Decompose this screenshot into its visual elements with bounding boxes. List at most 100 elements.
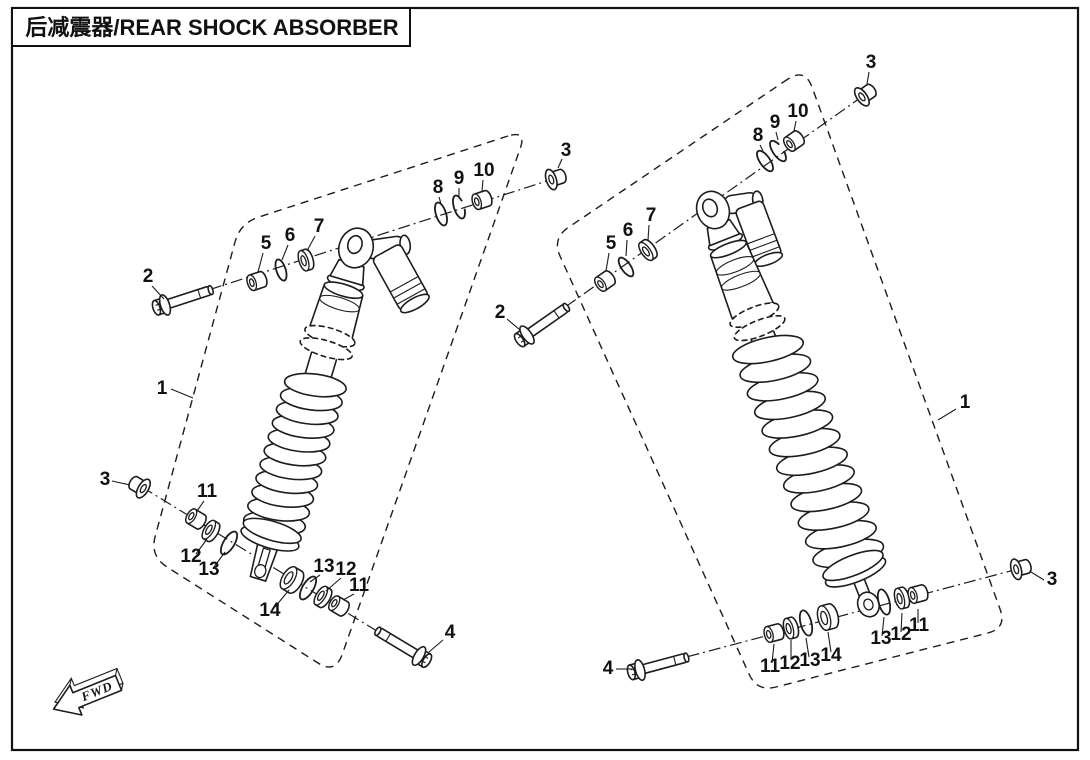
axis-line-right-top [529,95,864,333]
callout: 1 [937,392,971,421]
title-box [11,7,411,47]
page-border [10,6,1080,752]
callout: 13 [309,556,335,583]
callout-number: 14 [820,645,842,666]
callout: 12 [890,612,912,645]
callout: 3 [557,140,572,169]
callout-number: 7 [646,205,657,226]
callout-number: 2 [495,302,506,323]
callout-number: 9 [770,112,781,133]
o-ring [216,528,242,558]
callout-number: 12 [335,559,356,580]
callout-number: 1 [960,392,971,413]
callout: 6 [623,220,634,257]
preload-lockring [733,314,786,342]
callout-number: 13 [870,628,891,649]
callouts-left: 2 5 6 7 8 9 10 3 1 3 11 12 13 14 13 12 1… [100,140,572,653]
callout: 12 [180,538,208,567]
page-title: 后减震器/REAR SHOCK ABSORBER [25,15,398,40]
callout: 9 [454,168,465,197]
callout: 2 [495,302,521,331]
spacer-nut [905,582,931,606]
shock-absorber-right [695,190,887,618]
callout: 11 [342,575,370,601]
callout: 1 [157,378,194,399]
callout-number: 13 [799,650,820,671]
callout-number: 6 [623,220,634,241]
callout: 13 [198,551,226,580]
callout: 3 [1030,569,1058,590]
callout: 2 [143,266,165,300]
callout: 12 [779,640,801,674]
callout-number: 11 [197,481,218,502]
callout-number: 11 [349,575,370,596]
callout: 11 [760,643,781,677]
callout-number: 12 [890,624,911,645]
spacer-nut [469,188,495,212]
callout: 3 [100,469,131,490]
callout-number: 13 [313,556,334,577]
callout-number: 5 [606,233,617,254]
clevis-hole [254,564,267,579]
callout: 10 [473,160,495,192]
callout-number: 2 [143,266,154,287]
callout-number: 9 [454,168,465,189]
flange-nut [124,471,154,501]
callout-number: 4 [603,658,614,679]
flange-nut [1007,554,1035,582]
preload-lockring [299,337,353,361]
reservoir [723,190,784,268]
callout: 8 [753,125,764,152]
callout-number: 10 [473,160,494,181]
spacer-nut [591,268,619,294]
callout: 4 [603,658,632,679]
flange-bolt [369,620,436,673]
o-ring [272,257,290,283]
callout: 9 [770,112,781,141]
callout: 4 [428,622,456,653]
callout: 14 [259,589,290,621]
callout-number: 12 [180,546,201,567]
reservoir [364,234,430,314]
callout: 11 [909,609,930,636]
callout: 12 [325,559,357,592]
collar-washer [295,247,317,273]
callout: 13 [870,616,892,649]
callout-number: 3 [866,52,877,73]
spacer-nut [244,269,270,293]
flange-bolt [624,646,693,685]
flange-bolt [509,296,575,352]
bushing [276,563,308,597]
callout-number: 3 [561,140,572,161]
callout: 13 [799,637,821,671]
callout: 7 [306,216,325,252]
shock-absorber-left [240,227,430,582]
callout-number: 7 [314,216,325,237]
callout-number: 4 [445,622,456,643]
fwd-arrow: FWD [52,667,124,716]
callout: 3 [866,52,877,85]
callout-number: 11 [909,615,930,636]
callout: 5 [257,233,272,273]
callout-number: 3 [1047,569,1058,590]
spacer-nut [761,621,787,645]
callout-number: 1 [157,378,168,399]
flange-bolt [149,278,217,320]
callout-number: 14 [259,600,281,621]
callout-number: 8 [433,177,444,198]
coil-spring [731,334,885,569]
callouts-right: 2 5 6 7 8 9 10 3 1 4 11 12 13 14 13 12 1… [495,52,1058,679]
flange-nut [850,78,882,110]
assembly-outline-right [556,74,1003,689]
callout-number: 3 [100,469,111,490]
callout: 14 [820,631,842,666]
callout: 10 [787,101,809,132]
callout: 6 [281,225,295,261]
callout-number: 11 [760,656,781,677]
callout-number: 10 [787,101,808,122]
callout-number: 5 [261,233,272,254]
assembly-outline-left [153,133,523,668]
o-ring [796,608,816,638]
